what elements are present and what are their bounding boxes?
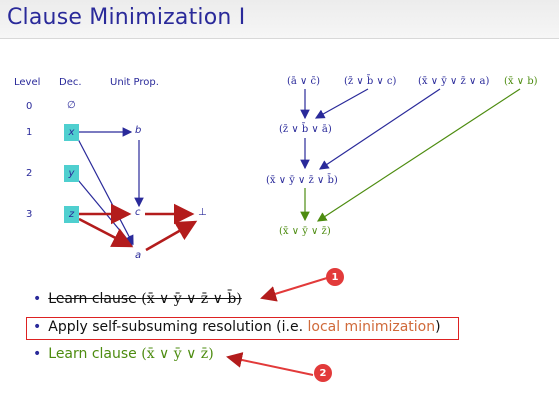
bullet-3-clause: (x̄ ∨ ȳ ∨ z̄) bbox=[141, 346, 214, 362]
annotation-arrow-2 bbox=[226, 352, 314, 376]
clause-top-2: (z̄ ∨ b̄ ∨ c) bbox=[344, 76, 397, 87]
edge-x-a bbox=[77, 138, 134, 246]
annotation-badge-1: 1 bbox=[326, 268, 344, 286]
header-level: Level bbox=[14, 77, 41, 88]
annotation-badge-2: 2 bbox=[314, 364, 332, 382]
bullet-2-highlight: local minimization bbox=[307, 319, 436, 335]
bullet-2-suffix: ) bbox=[435, 319, 441, 335]
implied-c: c bbox=[135, 207, 141, 218]
bullet-learn-clause-new: • Learn clause (x̄ ∨ ȳ ∨ z̄) bbox=[33, 346, 214, 362]
clause-top-4: (x̄ ∨ b) bbox=[504, 76, 538, 87]
clause-top-3: (x̄ ∨ ȳ ∨ z̄ ∨ a) bbox=[418, 76, 490, 87]
bullet-2-prefix: Apply self-subsuming resolution (i.e. bbox=[48, 319, 308, 335]
decision-x: x bbox=[64, 124, 79, 141]
bullet-1-clause: (x̄ ∨ ȳ ∨ z̄ ∨ b̄) bbox=[141, 291, 242, 307]
header-unit-prop: Unit Prop. bbox=[110, 77, 159, 88]
empty-set-decision: ∅ bbox=[67, 100, 76, 111]
header-dec: Dec. bbox=[59, 77, 82, 88]
decision-z: z bbox=[64, 206, 79, 223]
bullet-dot: • bbox=[33, 319, 42, 335]
level-2: 2 bbox=[26, 168, 33, 179]
level-3: 3 bbox=[26, 209, 33, 220]
bullet-dot: • bbox=[33, 291, 42, 307]
bullet-learn-clause-old: • Learn clause (x̄ ∨ ȳ ∨ z̄ ∨ b̄) bbox=[33, 291, 242, 307]
slide-title: Clause Minimization I bbox=[7, 5, 246, 30]
implied-b: b bbox=[135, 125, 142, 136]
clause-resolvent-3: (x̄ ∨ ȳ ∨ z̄) bbox=[279, 226, 331, 237]
bullet-3-prefix: Learn clause bbox=[48, 346, 142, 362]
edge-a-conflict bbox=[145, 220, 198, 252]
res-edge-4 bbox=[319, 88, 441, 170]
title-bar: Clause Minimization I bbox=[0, 0, 559, 39]
res-edge-2 bbox=[314, 88, 369, 119]
highlight-box bbox=[26, 317, 459, 340]
bullet-1-prefix: Learn clause bbox=[48, 291, 142, 307]
edge-z-a bbox=[78, 217, 134, 248]
annotation-arrow-1 bbox=[260, 277, 328, 302]
level-1: 1 bbox=[26, 127, 33, 138]
conflict-node: ⊥ bbox=[198, 207, 207, 218]
clause-resolvent-2: (x̄ ∨ ȳ ∨ z̄ ∨ b̄) bbox=[266, 175, 338, 186]
res-edge-6 bbox=[316, 88, 521, 222]
level-0: 0 bbox=[26, 101, 33, 112]
clause-resolvent-1: (z̄ ∨ b̄ ∨ ā) bbox=[279, 124, 332, 135]
clause-top-1: (ā ∨ c̄) bbox=[287, 76, 321, 87]
bullet-self-subsuming: • Apply self-subsuming resolution (i.e. l… bbox=[33, 319, 441, 335]
decision-y: y bbox=[64, 165, 79, 182]
bullet-dot: • bbox=[33, 346, 42, 362]
implied-a: a bbox=[135, 250, 142, 261]
